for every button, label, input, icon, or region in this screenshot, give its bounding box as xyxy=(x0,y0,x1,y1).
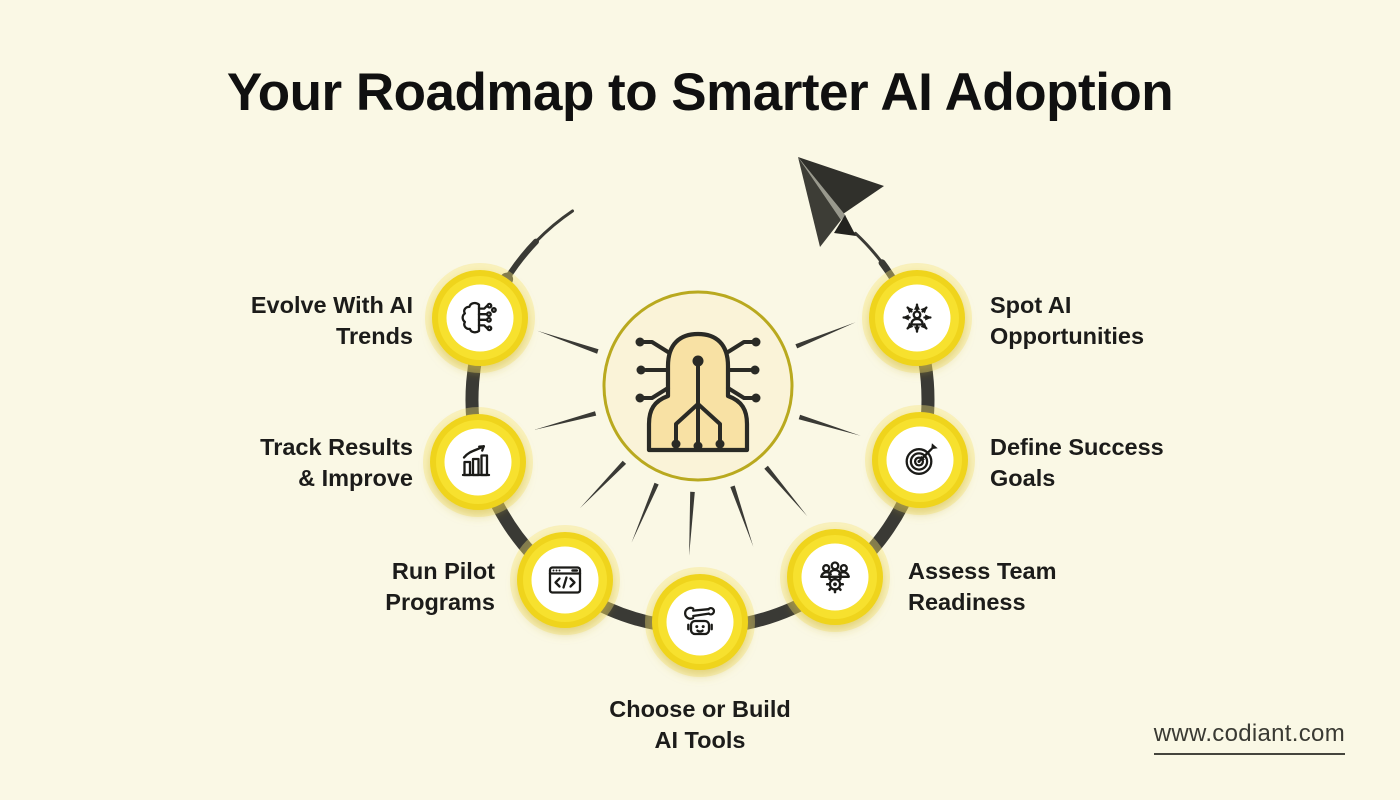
label-line: Run Pilot xyxy=(391,558,495,584)
node-assess-team-readiness xyxy=(780,522,890,632)
label-evolve-with-ai-trends: Evolve With AI Trends xyxy=(163,290,413,352)
label-line: Readiness xyxy=(908,589,1026,615)
paper-plane-icon xyxy=(798,157,884,247)
label-spot-ai-opportunities: Spot AI Opportunities xyxy=(990,290,1260,352)
target-arrow-icon xyxy=(905,443,938,475)
label-line: Opportunities xyxy=(990,323,1145,349)
node-evolve-with-ai-trends xyxy=(425,263,535,373)
team-gear-icon xyxy=(820,561,850,594)
node-define-success-goals xyxy=(865,405,975,515)
node-spot-ai-opportunities xyxy=(862,263,972,373)
label-line: Programs xyxy=(385,589,495,615)
brain-circuit-icon xyxy=(461,301,497,334)
label-line: Track Results xyxy=(260,434,413,460)
label-line: Evolve With AI xyxy=(250,292,413,318)
person-expand-arrows-icon xyxy=(902,303,932,333)
code-window-icon xyxy=(548,566,582,594)
sun-rays xyxy=(533,322,861,556)
bar-chart-growth-icon xyxy=(461,445,491,477)
label-track-results-improve: Track Results & Improve xyxy=(163,432,413,494)
label-line: Choose or Build xyxy=(609,696,791,722)
node-run-pilot-programs xyxy=(510,525,620,635)
label-line: Define Success xyxy=(990,434,1164,460)
central-hub xyxy=(602,290,794,482)
label-run-pilot-programs: Run Pilot Programs xyxy=(245,556,495,618)
page-title: Your Roadmap to Smarter AI Adoption xyxy=(226,63,1174,122)
label-choose-or-build-ai-tools: Choose or Build AI Tools xyxy=(545,694,855,756)
node-track-results-improve xyxy=(423,407,533,517)
label-define-success-goals: Define Success Goals xyxy=(990,432,1260,494)
label-assess-team-readiness: Assess Team Readiness xyxy=(908,556,1178,618)
node-choose-or-build-ai-tools xyxy=(645,567,755,677)
label-line: Trends xyxy=(335,323,413,349)
label-line: Spot AI xyxy=(990,292,1072,318)
label-line: AI Tools xyxy=(654,727,746,753)
label-line: Assess Team xyxy=(908,558,1057,584)
robot-wrench-icon xyxy=(684,606,716,636)
label-line: Goals xyxy=(990,465,1056,491)
website-link[interactable]: www.codiant.com xyxy=(1153,720,1345,755)
ai-human-circuit-icon xyxy=(635,331,761,453)
label-line: & Improve xyxy=(298,465,413,491)
